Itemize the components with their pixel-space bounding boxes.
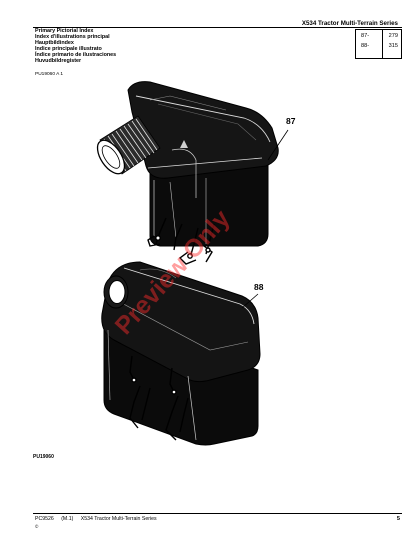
- bracket-88: [129, 355, 189, 441]
- footer-model: X534 Tractor Multi-Terrain Series: [80, 516, 157, 522]
- hopper-88: [101, 261, 261, 446]
- callout-leader: [267, 129, 289, 161]
- range-divider: [382, 30, 383, 58]
- footer: PC9526 (M.1) X534 Tractor Multi-Terrain …: [35, 516, 163, 522]
- footer-catalog: PC9526: [35, 516, 54, 522]
- range-end: 279: [388, 33, 398, 39]
- footer-rule: [33, 513, 402, 514]
- hopper-87: [96, 81, 289, 265]
- callout-leader: [241, 293, 259, 309]
- index-title-sv: Huvudbildregister: [35, 58, 82, 65]
- page-number: 5: [396, 516, 400, 522]
- index-title-es: Índice primario de ilustraciones: [35, 52, 117, 59]
- callout-87: 87: [286, 116, 296, 126]
- index-title-fr: Index d'illustrations principal: [35, 34, 110, 41]
- range-row: 87- 279: [356, 33, 401, 41]
- index-titles: Primary Pictorial Index Index d'illustra…: [35, 28, 116, 65]
- copyright: ©: [35, 524, 39, 529]
- range-end: 315: [388, 43, 398, 49]
- callout-88: 88: [254, 282, 264, 292]
- footer-revision: (M.1): [61, 516, 74, 522]
- index-title-en: Primary Pictorial Index: [35, 28, 94, 34]
- reference-code: PU19060 A 1: [35, 72, 64, 77]
- index-title-de: Hauptbildindex: [35, 40, 74, 47]
- hose-87: [96, 115, 161, 175]
- intake-88: [103, 275, 129, 309]
- drawing-id: PU19060: [33, 454, 54, 460]
- series-title: X534 Tractor Multi-Terrain Series: [301, 20, 398, 27]
- range-row: 88- 315: [356, 43, 401, 51]
- page-range-table: 87- 279 88- 315: [355, 29, 402, 59]
- header-rule: [33, 27, 402, 28]
- bracket-87: [147, 217, 215, 265]
- index-title-it: Indice principale illustrato: [35, 46, 102, 53]
- range-start: 87-: [361, 33, 370, 39]
- range-start: 88-: [361, 43, 370, 49]
